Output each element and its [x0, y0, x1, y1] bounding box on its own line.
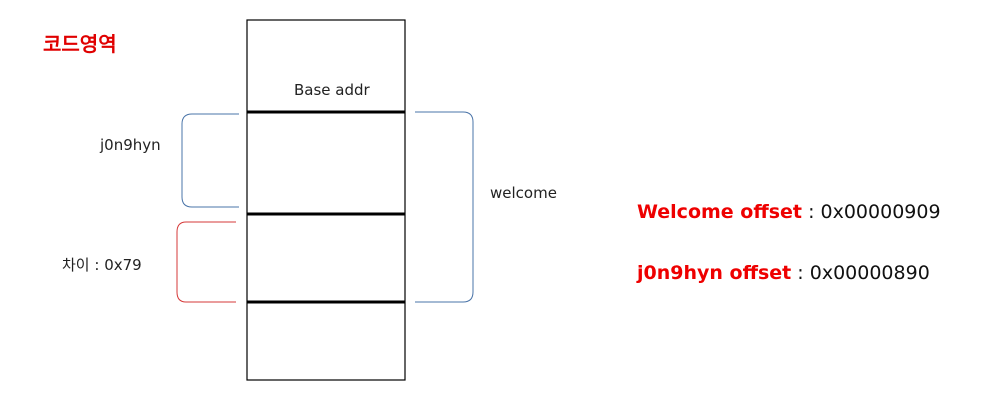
j0n9hyn-offset-name: j0n9hyn offset	[637, 262, 792, 284]
j0n9hyn-offset-value: 0x00000890	[809, 262, 930, 284]
page-title: 코드영역	[43, 32, 117, 56]
j0n9hyn-offset-line: j0n9hyn offset : 0x00000890	[637, 262, 930, 284]
welcome-offset-sep: :	[802, 201, 821, 223]
j0n9hyn-label: j0n9hyn	[100, 136, 161, 154]
welcome-offset-value: 0x00000909	[820, 201, 941, 223]
welcome-offset-name: Welcome offset	[637, 201, 803, 223]
j0n9hyn-offset-sep: :	[791, 262, 810, 284]
brace-difference	[176, 221, 236, 303]
base-addr-label: Base addr	[294, 81, 370, 99]
brace-j0n9hyn	[181, 113, 239, 208]
memory-block	[246, 19, 406, 381]
difference-label: 차이 : 0x79	[62, 256, 142, 274]
welcome-offset-line: Welcome offset : 0x00000909	[637, 201, 941, 223]
brace-welcome	[415, 111, 474, 303]
welcome-label: welcome	[490, 184, 557, 202]
